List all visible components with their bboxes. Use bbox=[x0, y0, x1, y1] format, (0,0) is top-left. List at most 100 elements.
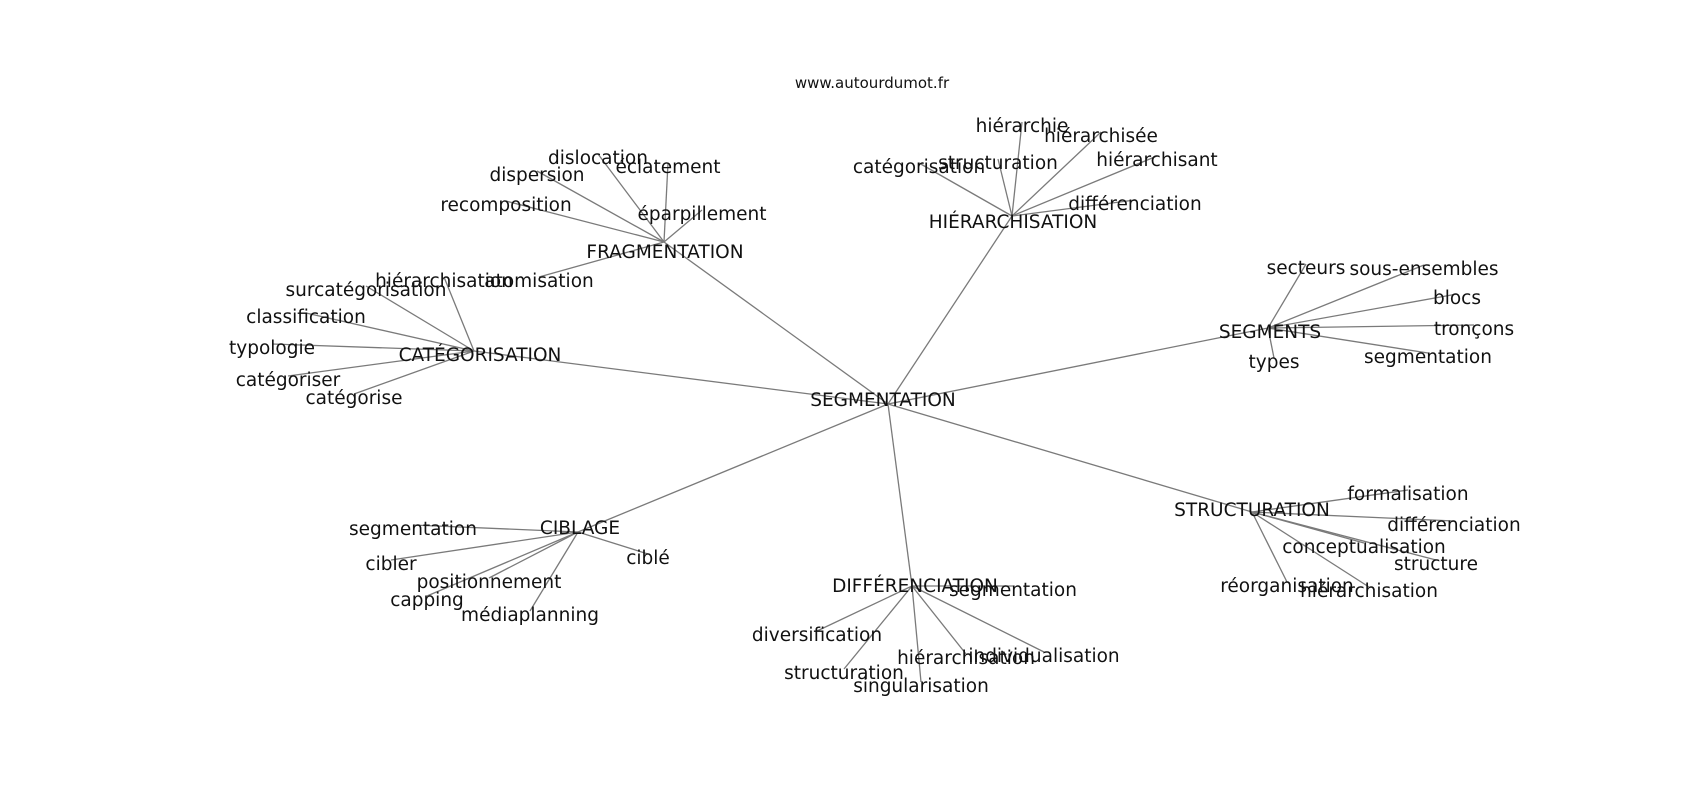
leaf-node-label: ciblé bbox=[626, 548, 670, 569]
edge-root-hub bbox=[577, 403, 889, 533]
edge-hub-leaf bbox=[1267, 264, 1425, 329]
edge-hub-leaf bbox=[1251, 511, 1455, 522]
leaf-node-label: recomposition bbox=[440, 195, 571, 216]
edge-root-hub bbox=[887, 327, 1269, 405]
edge-hub-leaf bbox=[918, 162, 1013, 217]
edge-hub-leaf bbox=[911, 585, 1045, 653]
leaf-node-label: segmentation bbox=[1364, 347, 1492, 368]
leaf-node-label: classification bbox=[246, 307, 366, 328]
edge-hub-leaf bbox=[390, 531, 579, 561]
edge-hub-leaf bbox=[1251, 489, 1409, 513]
leaf-node-label: hiérarchisation bbox=[375, 271, 513, 292]
edge-hub-leaf bbox=[538, 241, 665, 278]
leaf-node-label: hiérarchisation bbox=[897, 648, 1035, 669]
leaf-node-label: dislocation bbox=[548, 148, 648, 169]
leaf-node-label: réorganisation bbox=[1220, 576, 1354, 597]
root-node-label: SEGMENTATION bbox=[810, 390, 956, 411]
leaf-node-label: éclatement bbox=[615, 157, 720, 178]
edge-hub-leaf bbox=[1267, 327, 1429, 354]
edge-hub-leaf bbox=[271, 343, 475, 352]
edge-hub-leaf bbox=[597, 153, 665, 243]
edge-hub-leaf bbox=[663, 162, 669, 243]
edge-root-hub bbox=[887, 403, 1253, 513]
edge-hub-leaf bbox=[911, 585, 922, 683]
leaf-node-label: hiérarchisation bbox=[1300, 581, 1438, 602]
leaf-node-label: secteurs bbox=[1267, 258, 1346, 279]
leaf-node-label: singularisation bbox=[853, 676, 989, 697]
leaf-node-label: structuration bbox=[784, 663, 904, 684]
edge-hub-leaf bbox=[443, 276, 475, 352]
leaf-node-label: surcatégorisation bbox=[286, 280, 447, 301]
edge-hub-leaf bbox=[663, 209, 703, 243]
hub-node-label: STRUCTURATION bbox=[1174, 500, 1330, 521]
edge-hub-leaf bbox=[412, 524, 579, 533]
leaf-node-label: éparpillement bbox=[638, 204, 767, 225]
hub-node-label: SEGMENTS bbox=[1219, 322, 1321, 343]
leaf-node-label: cibler bbox=[365, 554, 417, 575]
edge-hub-leaf bbox=[305, 312, 475, 352]
leaf-node-label: hiérarchisant bbox=[1096, 150, 1217, 171]
edge-root-hub bbox=[887, 215, 1013, 405]
leaf-node-label: typologie bbox=[229, 338, 315, 359]
hub-node-label: DIFFÉRENCIATION bbox=[832, 575, 998, 597]
graph-labels: SEGMENTATION FRAGMENTATION dislocationécla… bbox=[229, 116, 1521, 697]
leaf-node-label: différenciation bbox=[1068, 194, 1201, 215]
edge-hub-leaf bbox=[529, 531, 579, 612]
edge-hub-leaf bbox=[505, 200, 665, 243]
edge-hub-leaf bbox=[1267, 324, 1475, 329]
leaf-node-label: types bbox=[1249, 352, 1300, 373]
leaf-node-label: hiérarchisée bbox=[1044, 126, 1158, 147]
edge-hub-leaf bbox=[577, 531, 649, 555]
leaf-node-label: différenciation bbox=[1387, 515, 1520, 536]
leaf-node-label: catégoriser bbox=[236, 370, 341, 391]
leaf-node-label: individualisation bbox=[968, 646, 1119, 667]
edge-hub-leaf bbox=[911, 585, 967, 655]
leaf-node-label: capping bbox=[390, 590, 464, 611]
edge-hub-leaf bbox=[843, 585, 913, 670]
edge-hub-leaf bbox=[287, 350, 475, 377]
edge-hub-leaf bbox=[353, 350, 475, 395]
site-url: www.autourdumot.fr bbox=[795, 74, 950, 92]
edge-root-hub bbox=[887, 403, 913, 587]
edge-hub-leaf bbox=[1251, 511, 1370, 588]
leaf-node-label: atomisation bbox=[484, 271, 593, 292]
edge-hub-leaf bbox=[488, 531, 579, 579]
hub-node-label: HIÉRARCHISATION bbox=[929, 211, 1098, 233]
edge-hub-leaf bbox=[426, 531, 579, 597]
leaf-node-label: catégorisation bbox=[853, 157, 985, 178]
edge-hub-leaf bbox=[997, 158, 1013, 217]
leaf-node-label: segmentation bbox=[949, 580, 1077, 601]
leaf-node-label: segmentation bbox=[349, 519, 477, 540]
edge-hub-leaf bbox=[1251, 511, 1437, 561]
edge-hub-leaf bbox=[1011, 199, 1136, 217]
hub-node-label: CATÉGORISATION bbox=[399, 344, 562, 366]
edge-hub-leaf bbox=[1267, 263, 1307, 329]
hub-node-label: CIBLAGE bbox=[540, 518, 620, 539]
leaf-node-label: structuration bbox=[938, 153, 1058, 174]
hub-node-label: FRAGMENTATION bbox=[586, 242, 743, 263]
edge-hub-leaf bbox=[1251, 511, 1288, 583]
edge-hub-leaf bbox=[536, 170, 665, 243]
edge-hub-leaf bbox=[816, 585, 913, 632]
leaf-node-label: conceptualisation bbox=[1282, 537, 1446, 558]
edge-root-hub bbox=[473, 350, 889, 405]
edge-root-hub bbox=[663, 241, 889, 405]
edge-hub-leaf bbox=[1011, 155, 1158, 217]
leaf-node-label: tronçons bbox=[1434, 319, 1514, 340]
leaf-node-label: catégorise bbox=[306, 388, 403, 409]
leaf-node-label: positionnement bbox=[417, 572, 562, 593]
edge-hub-leaf bbox=[1011, 131, 1102, 217]
edge-hub-leaf bbox=[1011, 121, 1023, 217]
edge-hub-leaf bbox=[1267, 293, 1458, 329]
edge-hub-leaf bbox=[365, 285, 475, 352]
leaf-node-label: hiérarchie bbox=[976, 116, 1069, 137]
leaf-node-label: diversification bbox=[752, 625, 882, 646]
leaf-node-label: sous-ensembles bbox=[1349, 259, 1498, 280]
leaf-node-label: blocs bbox=[1433, 288, 1481, 309]
leaf-node-label: dispersion bbox=[489, 165, 584, 186]
leaf-node-label: structure bbox=[1394, 554, 1478, 575]
leaf-node-label: formalisation bbox=[1347, 484, 1468, 505]
graph-edges bbox=[271, 121, 1475, 683]
leaf-node-label: médiaplanning bbox=[461, 605, 599, 626]
